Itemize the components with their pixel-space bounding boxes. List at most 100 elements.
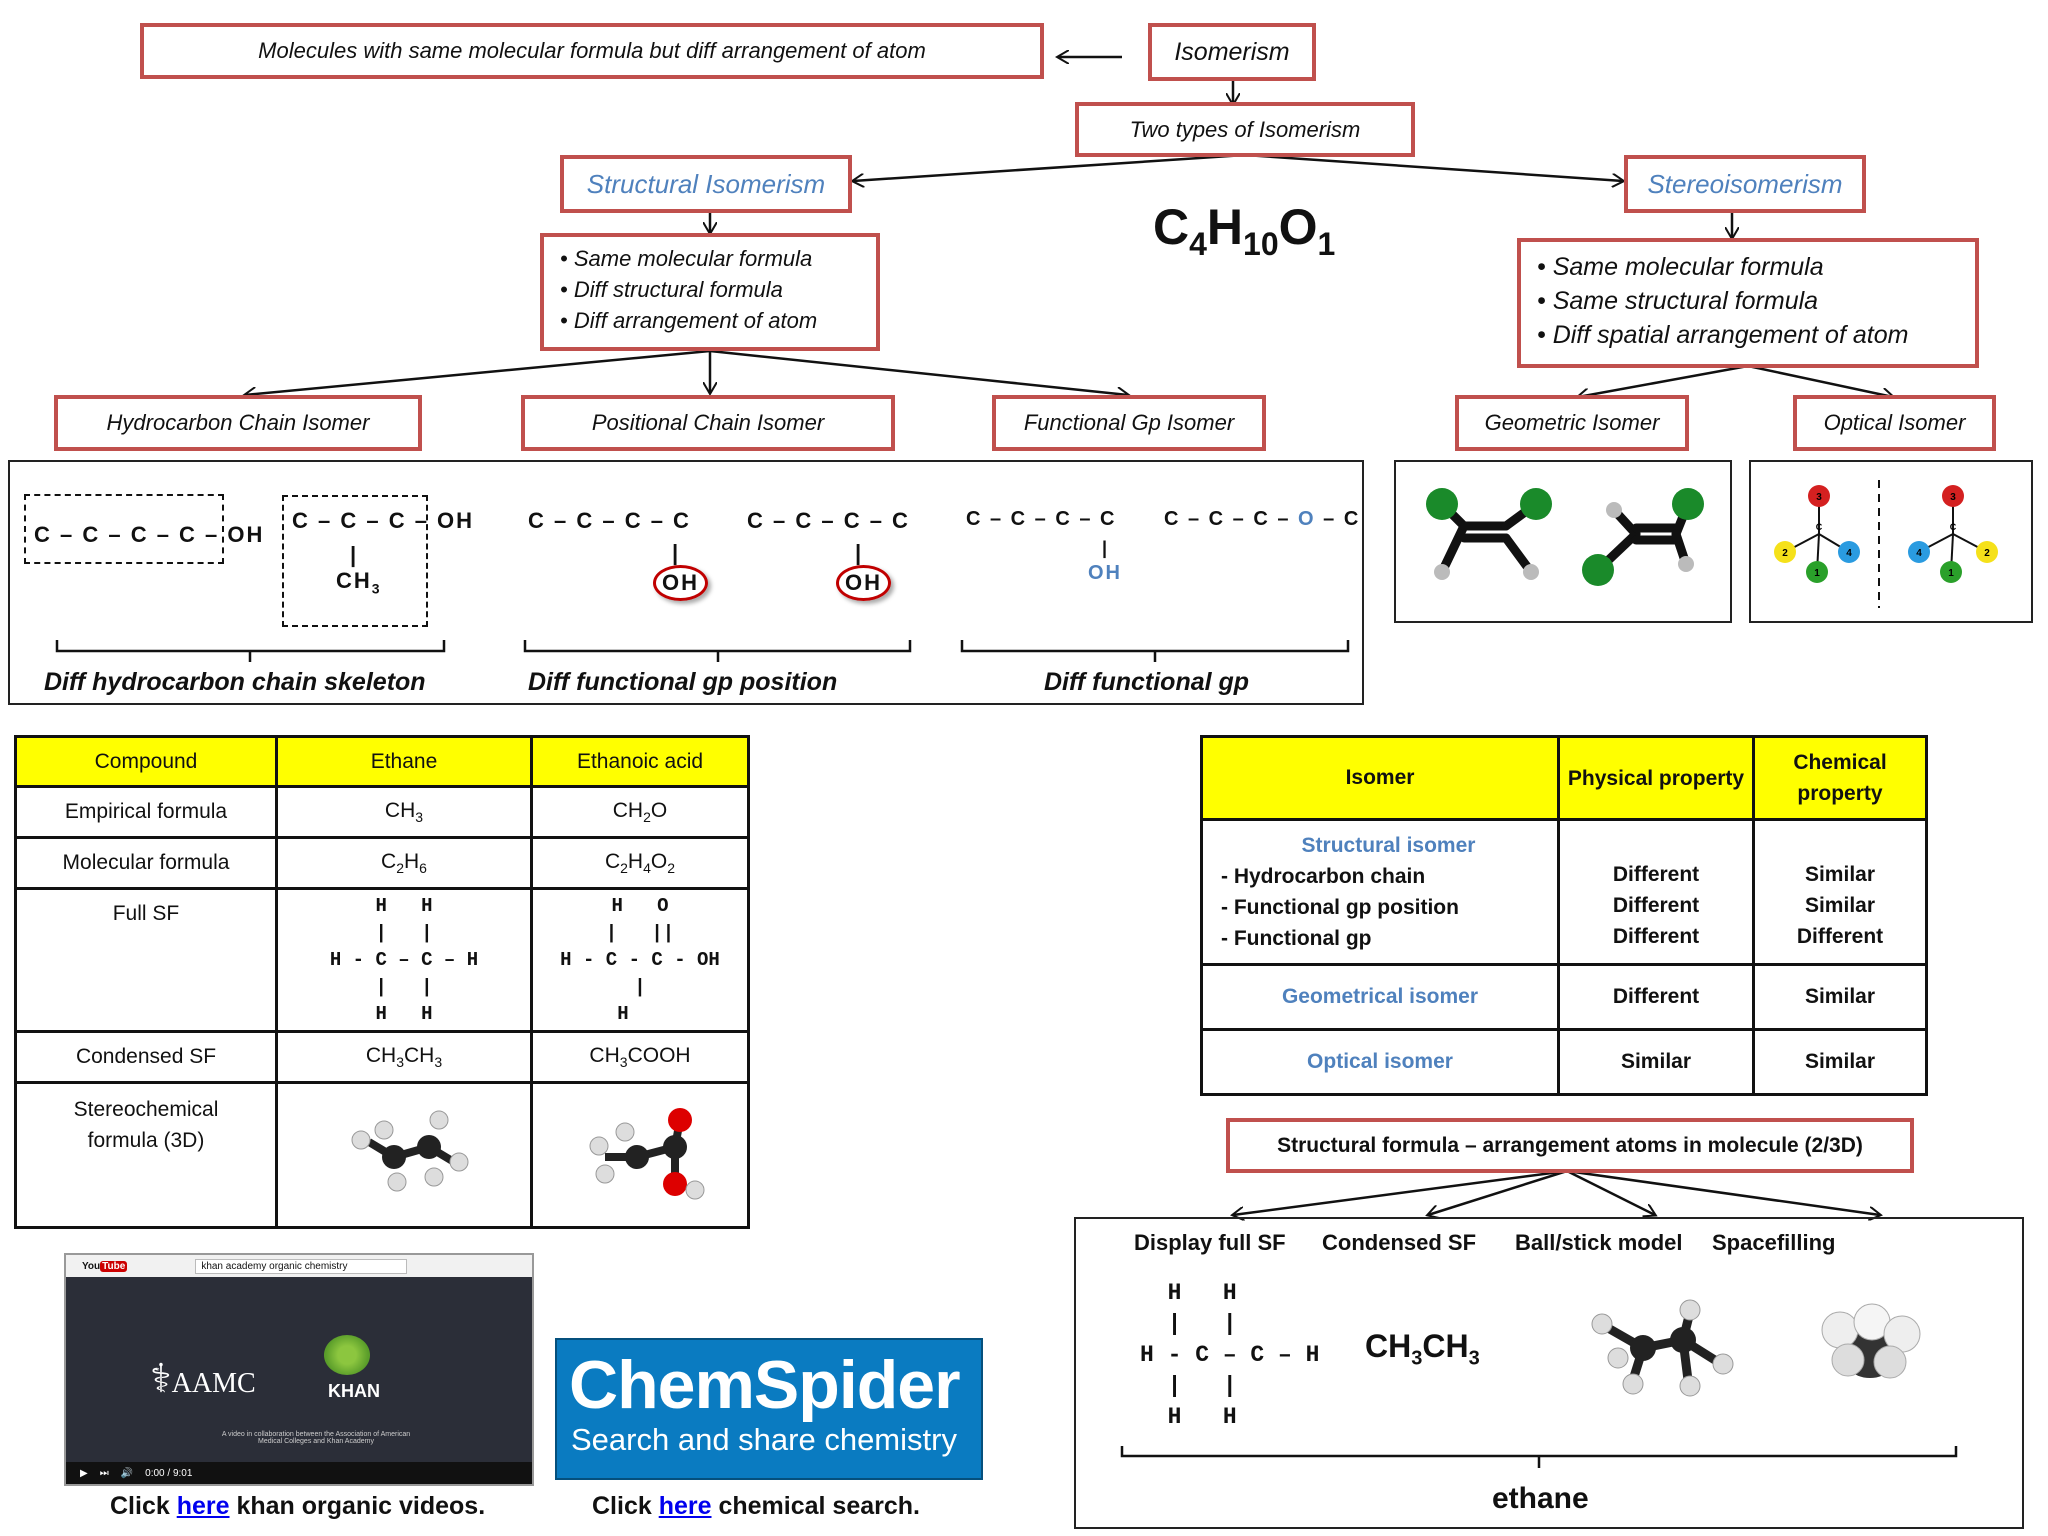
optical-label: 2 <box>1782 548 1788 559</box>
structural-isomerism-title: Structural Isomerism <box>586 168 826 199</box>
caption-functional-gp: Diff functional gp <box>1044 668 1250 696</box>
ethanoic-3d-model <box>530 1081 750 1229</box>
positional-oh-1: OH <box>653 565 708 601</box>
ethanoic-condensed: CH3COOH <box>530 1030 750 1084</box>
ethane-condensed-sf: CH3CH3 <box>1365 1328 1480 1370</box>
optical-molecules: 3 2 1 4 C 3 2 1 4 C <box>1774 480 1998 608</box>
ethanoic-full-sf: H O | || H - C - C - OH | H <box>530 887 750 1033</box>
optical-label: 4 <box>1846 548 1852 559</box>
table-row: Geometrical isomer Different Similar <box>1200 963 1928 1031</box>
chemspider-here-link[interactable]: here <box>658 1492 712 1520</box>
ethane-ball-stick <box>1591 1299 1734 1397</box>
optical-label: 2 <box>1984 548 1990 559</box>
positional-bond: | <box>855 540 864 565</box>
two-types-box: Two types of Isomerism <box>1075 102 1415 157</box>
geometric-molecules <box>1426 488 1704 586</box>
ethanoic-empirical: CH2O <box>530 785 750 839</box>
chemspider-subtitle: Search and share chemistry <box>571 1422 957 1457</box>
chemspider-link-caption: Click here chemical search. <box>592 1492 920 1520</box>
optical-label: 4 <box>1916 548 1922 559</box>
isomerism-title: Isomerism <box>1174 37 1290 66</box>
functional-isomer-2: C – C – C – O – C <box>1164 508 1361 530</box>
stereo-points-box: • Same molecular formula • Same structur… <box>1517 238 1979 368</box>
sf-type-label: Condensed SF <box>1322 1230 1477 1255</box>
volume-icon[interactable]: 🔊 <box>120 1467 134 1479</box>
ethanoic-molecular: C2H4O2 <box>530 836 750 890</box>
chain-isomer-2: C – C – C – OH <box>292 508 475 533</box>
stereo-point: • Same molecular formula <box>1537 253 1824 281</box>
khan-here-link[interactable]: here <box>176 1492 230 1520</box>
ethane-empirical: CH3 <box>275 785 533 839</box>
video-controls[interactable]: ▶ ⏭ 🔊 0:00 / 9:01 <box>66 1462 532 1484</box>
stereoisomerism-title: Stereoisomerism <box>1647 168 1843 199</box>
definition-box: Molecules with same molecular formula bu… <box>140 23 1044 79</box>
functional-oh: OH <box>1088 562 1122 584</box>
youtube-search-box[interactable]: khan academy organic chemistry <box>195 1258 408 1274</box>
ethane-molecular: C2H6 <box>275 836 533 890</box>
sf-type-label: Ball/stick model <box>1515 1230 1683 1255</box>
table-row: Molecular formula C2H6 C2H4O2 <box>14 836 750 890</box>
ethane-3d-model <box>275 1081 533 1229</box>
chain-isomer-1: C – C – C – C – OH <box>34 522 265 547</box>
table-header: Ethane <box>275 735 533 788</box>
hydrocarbon-chain-isomer-box: Hydrocarbon Chain Isomer <box>54 395 422 451</box>
two-types-text: Two types of Isomerism <box>1129 116 1361 142</box>
positional-isomer-1: C – C – C – C <box>528 508 691 533</box>
chain-isomer-2-methyl: CH3 <box>336 568 382 597</box>
ethane-spacefilling <box>1821 1303 1921 1379</box>
isomerism-box: Isomerism <box>1148 23 1316 81</box>
table-row: Empirical formula CH3 CH2O <box>14 785 750 839</box>
positional-chain-isomer-box: Positional Chain Isomer <box>521 395 895 451</box>
compound-table: Compound Ethane Ethanoic acid Empirical … <box>14 735 750 1229</box>
optical-label: C <box>1950 522 1957 532</box>
sf-type-label: Display full SF <box>1134 1230 1286 1255</box>
structural-isomer-label: Structural isomer <box>1301 834 1476 857</box>
geometric-isomer-panel <box>1394 460 1732 623</box>
video-caption: A video in collaboration between the Ass… <box>221 1431 411 1445</box>
optical-label: 3 <box>1816 492 1822 503</box>
table-row: Stereochemical formula (3D) <box>14 1081 750 1229</box>
optical-label: 3 <box>1950 492 1956 503</box>
stereoisomerism-box: Stereoisomerism <box>1624 155 1866 213</box>
khan-academy-tree-icon <box>324 1335 370 1375</box>
table-header: Ethanoic acid <box>530 735 750 788</box>
structural-point: • Diff arrangement of atom <box>560 308 818 333</box>
skip-icon[interactable]: ⏭ <box>99 1467 109 1479</box>
ethane-full-sf: H H | | H - C – C – H | | H H <box>275 887 533 1033</box>
table-row: Full SF H H | | H - C – C – H | | H H H … <box>14 887 750 1033</box>
functional-isomer-1: C – C – C – C <box>966 508 1117 530</box>
molecular-formula: C4H10O1 <box>1153 199 1336 262</box>
structural-isomerism-box: Structural Isomerism <box>560 155 852 213</box>
chemspider-banner[interactable]: ChemSpider Search and share chemistry <box>555 1338 983 1480</box>
chain-bond: | <box>350 542 359 567</box>
functional-gp-isomer-box: Functional Gp Isomer <box>992 395 1266 451</box>
stereo-point: • Diff spatial arrangement of atom <box>1537 321 1909 349</box>
structural-point: • Same molecular formula <box>560 246 813 271</box>
table-header: Compound <box>14 735 278 788</box>
ethane-condensed: CH3CH3 <box>275 1030 533 1084</box>
optical-label: 1 <box>1814 568 1820 579</box>
stereo-point: • Same structural formula <box>1537 287 1819 315</box>
khan-link-caption: Click here khan organic videos. <box>110 1492 486 1520</box>
structural-formula-title-box: Structural formula – arrangement atoms i… <box>1226 1118 1914 1173</box>
time-display: 0:00 / 9:01 <box>145 1467 193 1479</box>
geometric-isomer-box: Geometric Isomer <box>1455 395 1689 451</box>
aamc-logo: ⚕AAMC <box>150 1356 256 1401</box>
chain-isomer-dashed-box-1 <box>24 494 224 564</box>
chain-isomer-dashed-box-2 <box>282 495 428 627</box>
structural-points-box: • Same molecular formula • Diff structur… <box>540 233 880 351</box>
caption-chain-skeleton: Diff hydrocarbon chain skeleton <box>44 668 426 696</box>
chemspider-title: ChemSpider <box>569 1347 961 1423</box>
ethane-display-sf: H H | | H - C – C – H | | H H <box>1140 1280 1320 1430</box>
structural-examples-panel: C – C – C – C – OH C – C – C – OH | CH3 … <box>8 460 1364 705</box>
optical-isomer-panel: 3 2 1 4 C 3 2 1 4 C <box>1749 460 2033 623</box>
play-icon[interactable]: ▶ <box>80 1467 88 1479</box>
sf-type-label: Spacefilling <box>1712 1230 1836 1255</box>
khan-logo: KHAN <box>328 1381 380 1401</box>
functional-bond: | <box>1102 538 1110 558</box>
ethane-representations-panel <box>1074 1217 2024 1529</box>
isomer-property-table: Isomer Physical property Chemical proper… <box>1200 735 1928 1096</box>
